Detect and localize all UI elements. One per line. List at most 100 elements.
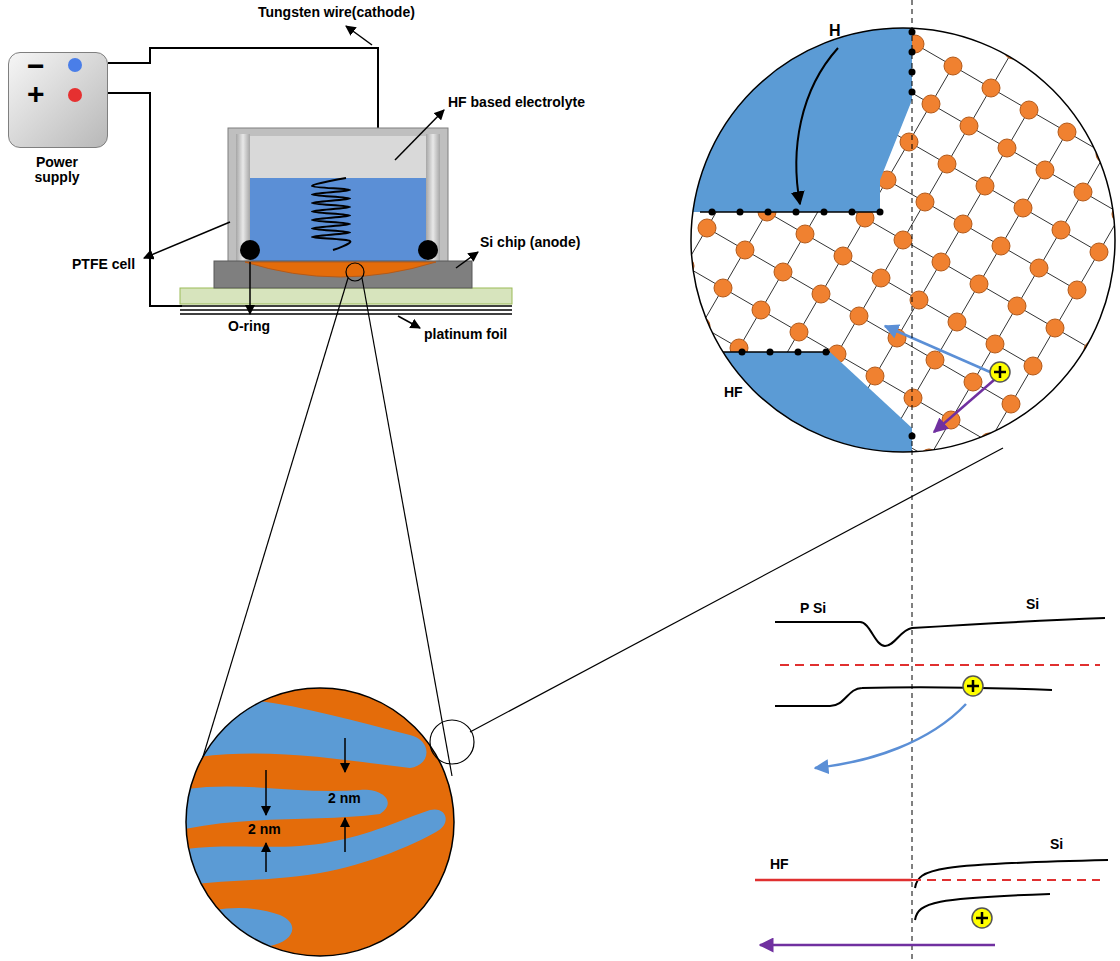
- drawing-path: [815, 704, 966, 768]
- drawing-line: [180, 305, 512, 307]
- drawing-circle: [691, 28, 1115, 452]
- drawing-line: [180, 313, 512, 315]
- drawing-circle: [992, 237, 1010, 255]
- drawing-line: [700, 351, 830, 353]
- drawing-line: [265, 770, 267, 815]
- drawing-path: [180, 809, 446, 886]
- part-label: PTFE cell: [72, 256, 135, 272]
- drawing-g: [972, 908, 992, 928]
- part-label: P Si: [800, 600, 826, 616]
- drawing-circle: [1068, 281, 1086, 299]
- drawing-circle: [739, 349, 746, 356]
- drawing-circle: [1036, 161, 1054, 179]
- drawing-rect: [250, 178, 426, 262]
- drawing-circle: [910, 291, 928, 309]
- drawing-circle: [963, 676, 983, 696]
- drawing-circle: [850, 307, 868, 325]
- drawing-circle: [866, 367, 884, 385]
- drawing-line: [912, 0, 913, 961]
- drawing-circle: [346, 263, 364, 281]
- drawing-g: [676, 13, 1120, 470]
- drawing-line: [180, 309, 512, 311]
- drawing-circle: [970, 275, 988, 293]
- drawing-circle: [942, 411, 960, 429]
- drawing-rect: [250, 136, 426, 180]
- drawing-circle: [1024, 357, 1042, 375]
- drawing-circle: [1004, 41, 1022, 59]
- drawing-circle: [774, 263, 792, 281]
- drawing-path: [775, 618, 1105, 646]
- drawing-line: [249, 262, 251, 314]
- drawing-path: [775, 687, 1052, 706]
- drawing-circle: [1074, 183, 1092, 201]
- drawing-circle: [418, 240, 438, 260]
- drawing-line: [456, 252, 478, 268]
- drawing-circle: [938, 155, 956, 173]
- drawing-circle: [954, 215, 972, 233]
- part-label: O-ring: [228, 318, 270, 334]
- drawing-path: [680, 352, 912, 470]
- drawing-path: [976, 912, 988, 924]
- drawing-circle: [944, 57, 962, 75]
- drawing-g: [676, 13, 1120, 467]
- drawing-circle: [932, 253, 950, 271]
- part-label: platinum foil: [424, 326, 507, 342]
- drawing-circle: [972, 908, 992, 928]
- drawing-line: [760, 944, 995, 947]
- drawing-line: [885, 326, 990, 372]
- drawing-circle: [900, 133, 918, 151]
- drawing-circle: [960, 117, 978, 135]
- drawing-circle: [904, 389, 922, 407]
- drawing-g: [709, 29, 916, 460]
- drawing-line: [755, 879, 912, 882]
- drawing-circle: [976, 177, 994, 195]
- drawing-circle: [1046, 319, 1064, 337]
- drawing-circle: [765, 209, 772, 216]
- drawing-circle: [982, 79, 1000, 97]
- part-label: HF: [724, 384, 743, 400]
- power-supply-box: −+Power supply: [8, 52, 108, 148]
- terminal-dot: [68, 88, 82, 102]
- part-label: H: [829, 22, 841, 40]
- drawing-circle: [714, 279, 732, 297]
- drawing-path: [796, 48, 838, 204]
- drawing-g: [963, 676, 983, 696]
- drawing-circle: [894, 231, 912, 249]
- part-label: HF: [770, 856, 789, 872]
- drawing-path: [994, 366, 1006, 378]
- drawing-circle: [849, 209, 856, 216]
- part-label: Si: [1050, 836, 1063, 852]
- drawing-circle: [926, 351, 944, 369]
- drawing-line: [470, 448, 1003, 732]
- drawing-g: [312, 178, 350, 250]
- drawing-circle: [1058, 123, 1076, 141]
- drawing-line: [144, 222, 230, 258]
- drawing-g: [990, 362, 1010, 382]
- drawing-circle: [916, 193, 934, 211]
- drawing-circle: [1014, 199, 1032, 217]
- drawing-circle: [812, 285, 830, 303]
- drawing-circle: [821, 209, 828, 216]
- drawing-circle: [1008, 297, 1026, 315]
- part-label: HF based electrolyte: [448, 94, 585, 110]
- drawing-g: [180, 680, 460, 961]
- drawing-circle: [877, 209, 884, 216]
- drawing-path: [312, 178, 350, 250]
- drawing-circle: [698, 219, 716, 237]
- drawing-path: [915, 860, 1108, 888]
- drawing-line: [398, 316, 420, 328]
- drawing-circle: [1052, 221, 1070, 239]
- drawing-circle: [430, 720, 474, 764]
- drawing-g: [963, 362, 1010, 928]
- drawing-polyline: [108, 93, 182, 306]
- drawing-circle: [1002, 395, 1020, 413]
- drawing-line: [934, 380, 994, 432]
- polarity-sign: +: [27, 77, 45, 110]
- drawing-circle: [793, 209, 800, 216]
- drawing-rect: [180, 680, 460, 961]
- drawing-circle: [834, 247, 852, 265]
- drawing-rect: [214, 261, 472, 288]
- drawing-circle: [795, 349, 802, 356]
